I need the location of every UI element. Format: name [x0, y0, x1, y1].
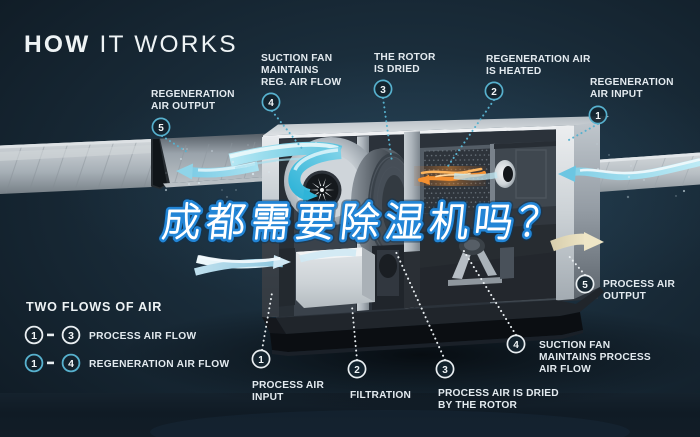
svg-text:PROCESS AIR: PROCESS AIR — [603, 279, 675, 290]
svg-text:REG. AIR FLOW: REG. AIR FLOW — [261, 77, 342, 88]
svg-text:MAINTAINS: MAINTAINS — [261, 65, 319, 76]
svg-text:REGENERATION: REGENERATION — [590, 77, 674, 88]
svg-text:4: 4 — [68, 358, 74, 370]
svg-text:1: 1 — [595, 111, 601, 122]
svg-text:AIR FLOW: AIR FLOW — [539, 364, 591, 375]
svg-text:BY THE ROTOR: BY THE ROTOR — [438, 400, 517, 411]
svg-text:AIR INPUT: AIR INPUT — [590, 89, 643, 100]
svg-text:3: 3 — [442, 365, 448, 376]
svg-text:HOW IT WORKS: HOW IT WORKS — [24, 31, 238, 58]
svg-text:THE ROTOR: THE ROTOR — [374, 52, 436, 63]
svg-text:1: 1 — [31, 330, 37, 342]
svg-text:4: 4 — [268, 98, 274, 109]
svg-text:1: 1 — [31, 358, 37, 370]
svg-text:2: 2 — [354, 365, 360, 376]
svg-text:SUCTION FAN: SUCTION FAN — [539, 340, 610, 351]
svg-text:INPUT: INPUT — [252, 392, 284, 403]
svg-text:FILTRATION: FILTRATION — [350, 390, 411, 401]
svg-text:TWO FLOWS OF AIR: TWO FLOWS OF AIR — [26, 300, 162, 314]
svg-text:3: 3 — [380, 85, 386, 96]
svg-text:MAINTAINS PROCESS: MAINTAINS PROCESS — [539, 352, 651, 363]
svg-text:IS DRIED: IS DRIED — [374, 64, 420, 75]
svg-text:REGENERATION AIR FLOW: REGENERATION AIR FLOW — [89, 359, 230, 370]
svg-text:PROCESS AIR FLOW: PROCESS AIR FLOW — [89, 331, 197, 342]
svg-text:REGENERATION AIR: REGENERATION AIR — [486, 54, 591, 65]
svg-text:1: 1 — [258, 355, 264, 366]
svg-text:4: 4 — [513, 340, 519, 351]
svg-text:2: 2 — [491, 87, 497, 98]
svg-text:3: 3 — [68, 330, 74, 342]
svg-text:PROCESS AIR: PROCESS AIR — [252, 380, 324, 391]
svg-text:PROCESS AIR IS DRIED: PROCESS AIR IS DRIED — [438, 388, 559, 399]
svg-text:5: 5 — [158, 123, 164, 134]
svg-text:OUTPUT: OUTPUT — [603, 291, 647, 302]
svg-text:REGENERATION: REGENERATION — [151, 89, 235, 100]
svg-text:5: 5 — [582, 280, 588, 291]
svg-text:SUCTION FAN: SUCTION FAN — [261, 53, 332, 64]
svg-text:IS HEATED: IS HEATED — [486, 66, 541, 77]
svg-text:AIR OUTPUT: AIR OUTPUT — [151, 101, 216, 112]
